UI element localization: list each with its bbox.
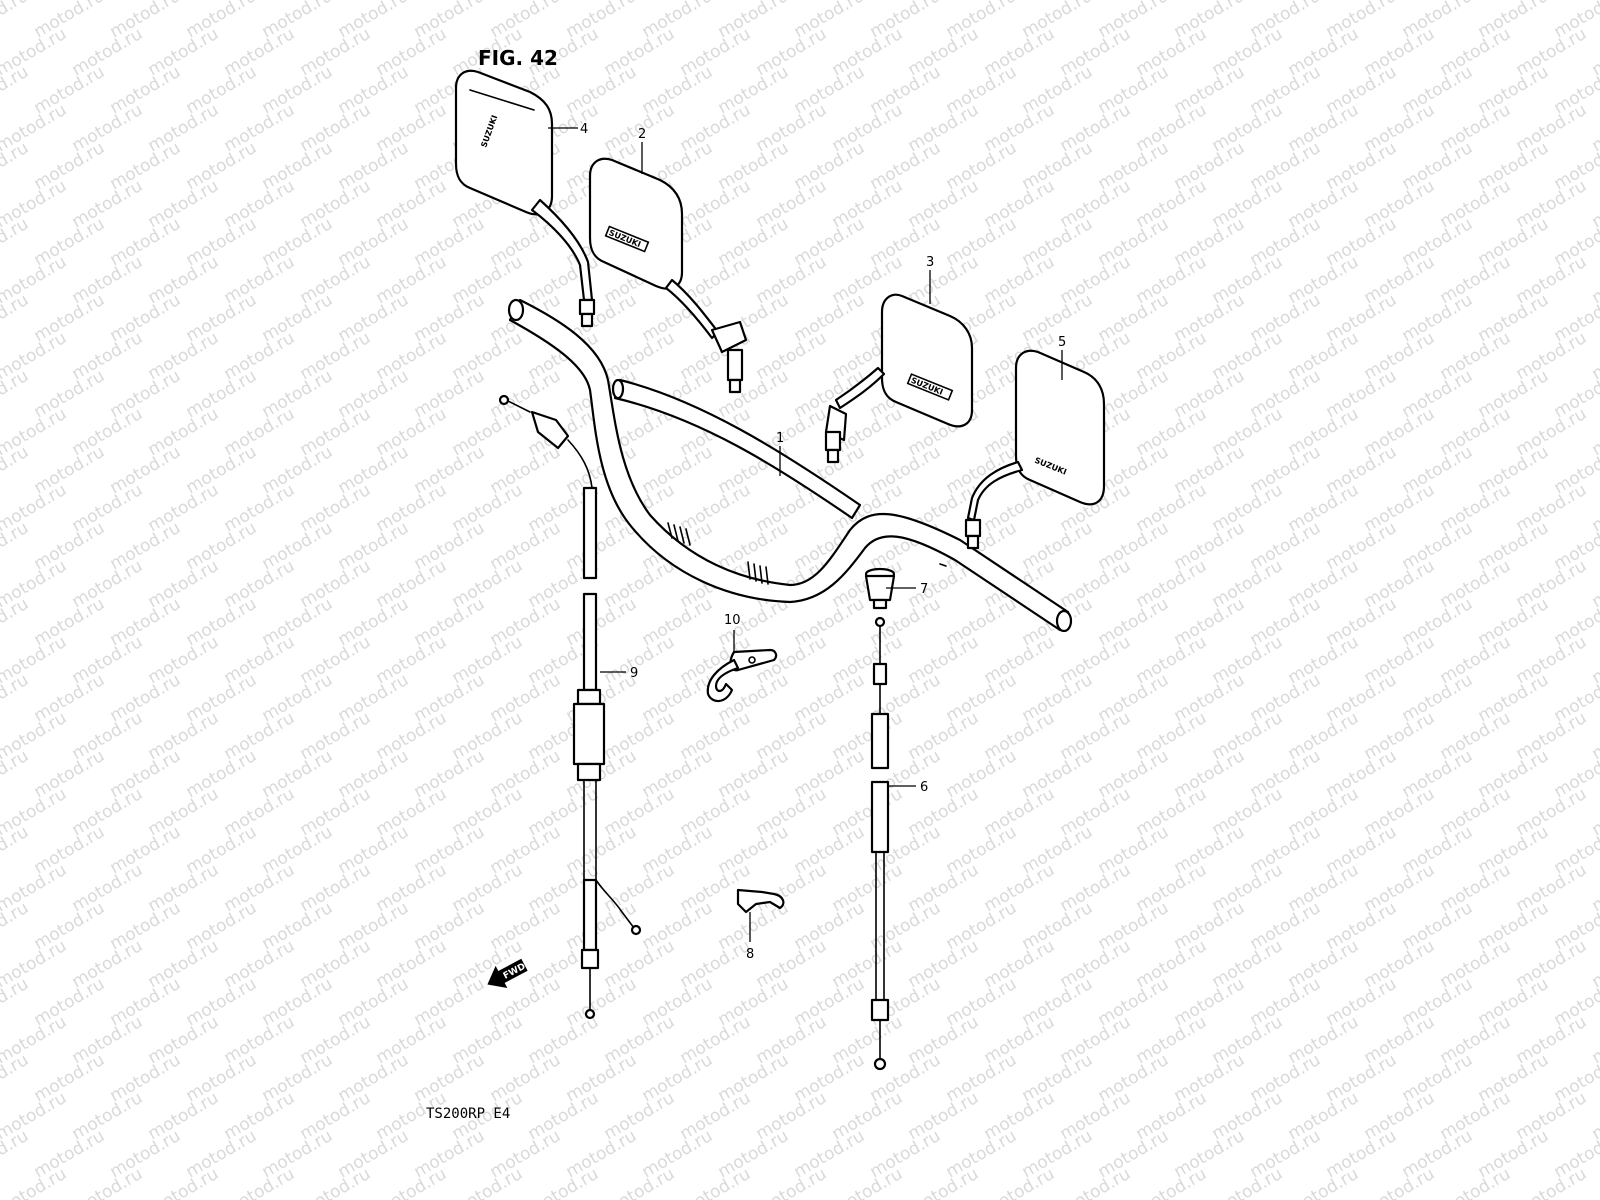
figure-title: FIG. 42 bbox=[478, 46, 558, 70]
handlebar bbox=[507, 298, 1073, 633]
mirror-5: SUZUKI bbox=[964, 349, 1106, 550]
leader-lines bbox=[548, 127, 1063, 942]
clamp-10 bbox=[706, 648, 778, 703]
model-code: TS200RP E4 bbox=[426, 1106, 510, 1122]
callout-10: 10 bbox=[724, 613, 741, 628]
mirror-2: SUZUKI bbox=[588, 157, 748, 394]
mirror-4: SUZUKI bbox=[454, 69, 596, 328]
boot-7 bbox=[864, 567, 896, 610]
cable-9 bbox=[498, 394, 642, 1020]
callout-1: 1 bbox=[776, 431, 784, 446]
knurl-band-left bbox=[667, 522, 769, 585]
clamp-8 bbox=[736, 888, 785, 914]
callout-9: 9 bbox=[630, 666, 638, 681]
callout-3: 3 bbox=[926, 255, 934, 270]
callouts: 4 2 3 5 1 7 10 9 6 8 bbox=[580, 122, 1066, 962]
fwd-arrow: FWD bbox=[487, 958, 528, 989]
callout-8: 8 bbox=[746, 947, 754, 962]
mirror-3: SUZUKI bbox=[824, 293, 974, 464]
callout-6: 6 bbox=[920, 780, 928, 795]
callout-2: 2 bbox=[638, 127, 646, 142]
callout-4: 4 bbox=[580, 122, 588, 137]
callout-7: 7 bbox=[920, 582, 928, 597]
callout-5: 5 bbox=[1058, 335, 1066, 350]
cable-6 bbox=[870, 616, 890, 1071]
